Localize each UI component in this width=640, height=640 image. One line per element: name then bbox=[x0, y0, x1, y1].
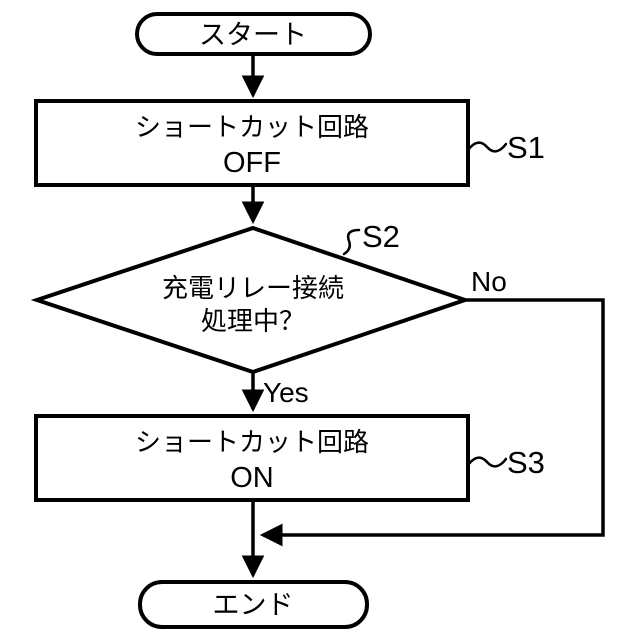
yes-branch-label: Yes bbox=[263, 377, 309, 408]
edge-no-bypass bbox=[259, 298, 605, 547]
s3-text-line1: ショートカット回路 bbox=[135, 427, 369, 457]
s1-text-line2: OFF bbox=[223, 147, 281, 179]
s3-text-line2: ON bbox=[230, 462, 274, 494]
decision-text-line1: 充電リレー接続 bbox=[162, 273, 344, 303]
s3-step-label: S3 bbox=[507, 445, 545, 480]
s1-text-line1: ショートカット回路 bbox=[135, 112, 369, 142]
start-label: スタート bbox=[199, 20, 307, 50]
no-branch-label: No bbox=[471, 266, 507, 297]
process-box-s3 bbox=[34, 414, 470, 502]
end-label: エンド bbox=[213, 590, 294, 620]
s3-leader-squiggle bbox=[466, 456, 508, 468]
process-box-s1 bbox=[34, 99, 470, 187]
s1-step-label: S1 bbox=[507, 130, 545, 165]
end-terminal bbox=[138, 580, 369, 629]
decision-text-line2: 処理中？ bbox=[201, 306, 305, 336]
start-terminal bbox=[135, 12, 372, 56]
s1-leader-squiggle bbox=[466, 141, 508, 153]
s2-leader-squiggle bbox=[342, 228, 361, 256]
s2-step-label: S2 bbox=[362, 219, 400, 254]
decision-diamond-s2 bbox=[30, 225, 472, 375]
